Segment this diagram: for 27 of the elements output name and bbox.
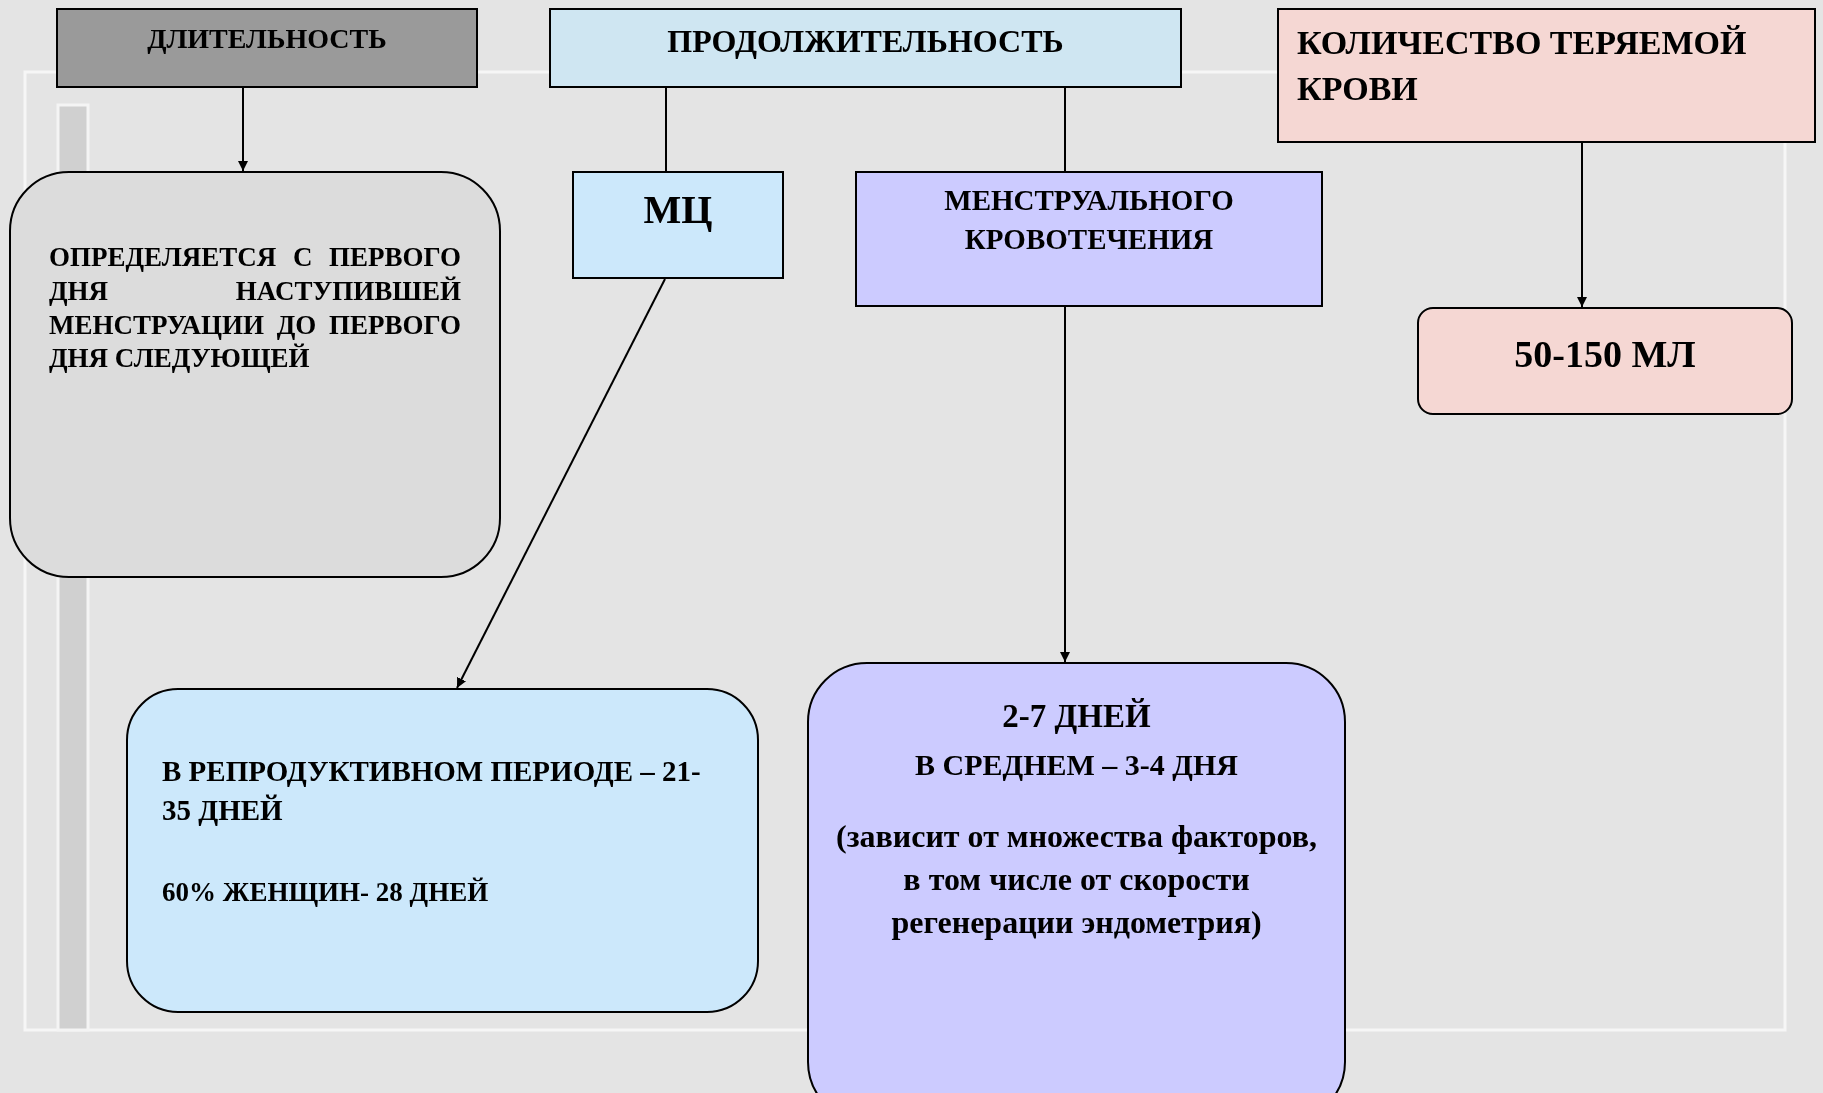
connector-line (665, 87, 667, 172)
node-text: МЕНСТРУАЛЬНОГО КРОВОТЕЧЕНИЯ (943, 183, 1235, 258)
node-text: 50-150 МЛ (1513, 332, 1697, 377)
node-text: ПРОДОЛЖИТЕЛЬНОСТЬ (666, 22, 1065, 61)
process-box (855, 171, 1323, 307)
arrow (456, 278, 666, 689)
node-text: В СРЕДНЕМ – 3-4 ДНЯ (914, 746, 1239, 783)
node-text: МЦ (642, 186, 714, 234)
arrow (238, 87, 248, 172)
node-text: 2-7 ДНЕЙ (1001, 697, 1152, 736)
rounded-box (1417, 307, 1793, 415)
arrow (1577, 142, 1587, 308)
node-text: В РЕПРОДУКТИВНОМ ПЕРИОДЕ – 21-35 ДНЕЙ (162, 754, 702, 829)
process-box (572, 171, 784, 279)
header-box (56, 8, 478, 88)
header-box (549, 8, 1182, 88)
arrow (1060, 306, 1070, 663)
node-text: ДЛИТЕЛЬНОСТЬ (146, 22, 388, 56)
node-text: (зависит от множества факторов, в том числе от скорости регенерации эндометрия) (834, 817, 1319, 943)
header-box (1277, 8, 1816, 143)
rounded-box (126, 688, 759, 1013)
node-text: КОЛИЧЕСТВО ТЕРЯЕМОЙ КРОВИ (1297, 23, 1748, 109)
node-text: 60% ЖЕНЩИН- 28 ДНЕЙ (162, 876, 490, 910)
connector-line (1064, 87, 1066, 172)
node-text: ОПРЕДЕЛЯЕТСЯ С ПЕРВОГО ДНЯ НАСТУПИВШЕЙ МЕНСТРУАЦИИ ДО ПЕРВОГО ДНЯ СЛЕДУЮЩЕЙ (49, 241, 461, 376)
rounded-box (9, 171, 501, 578)
rounded-box (807, 662, 1346, 1093)
